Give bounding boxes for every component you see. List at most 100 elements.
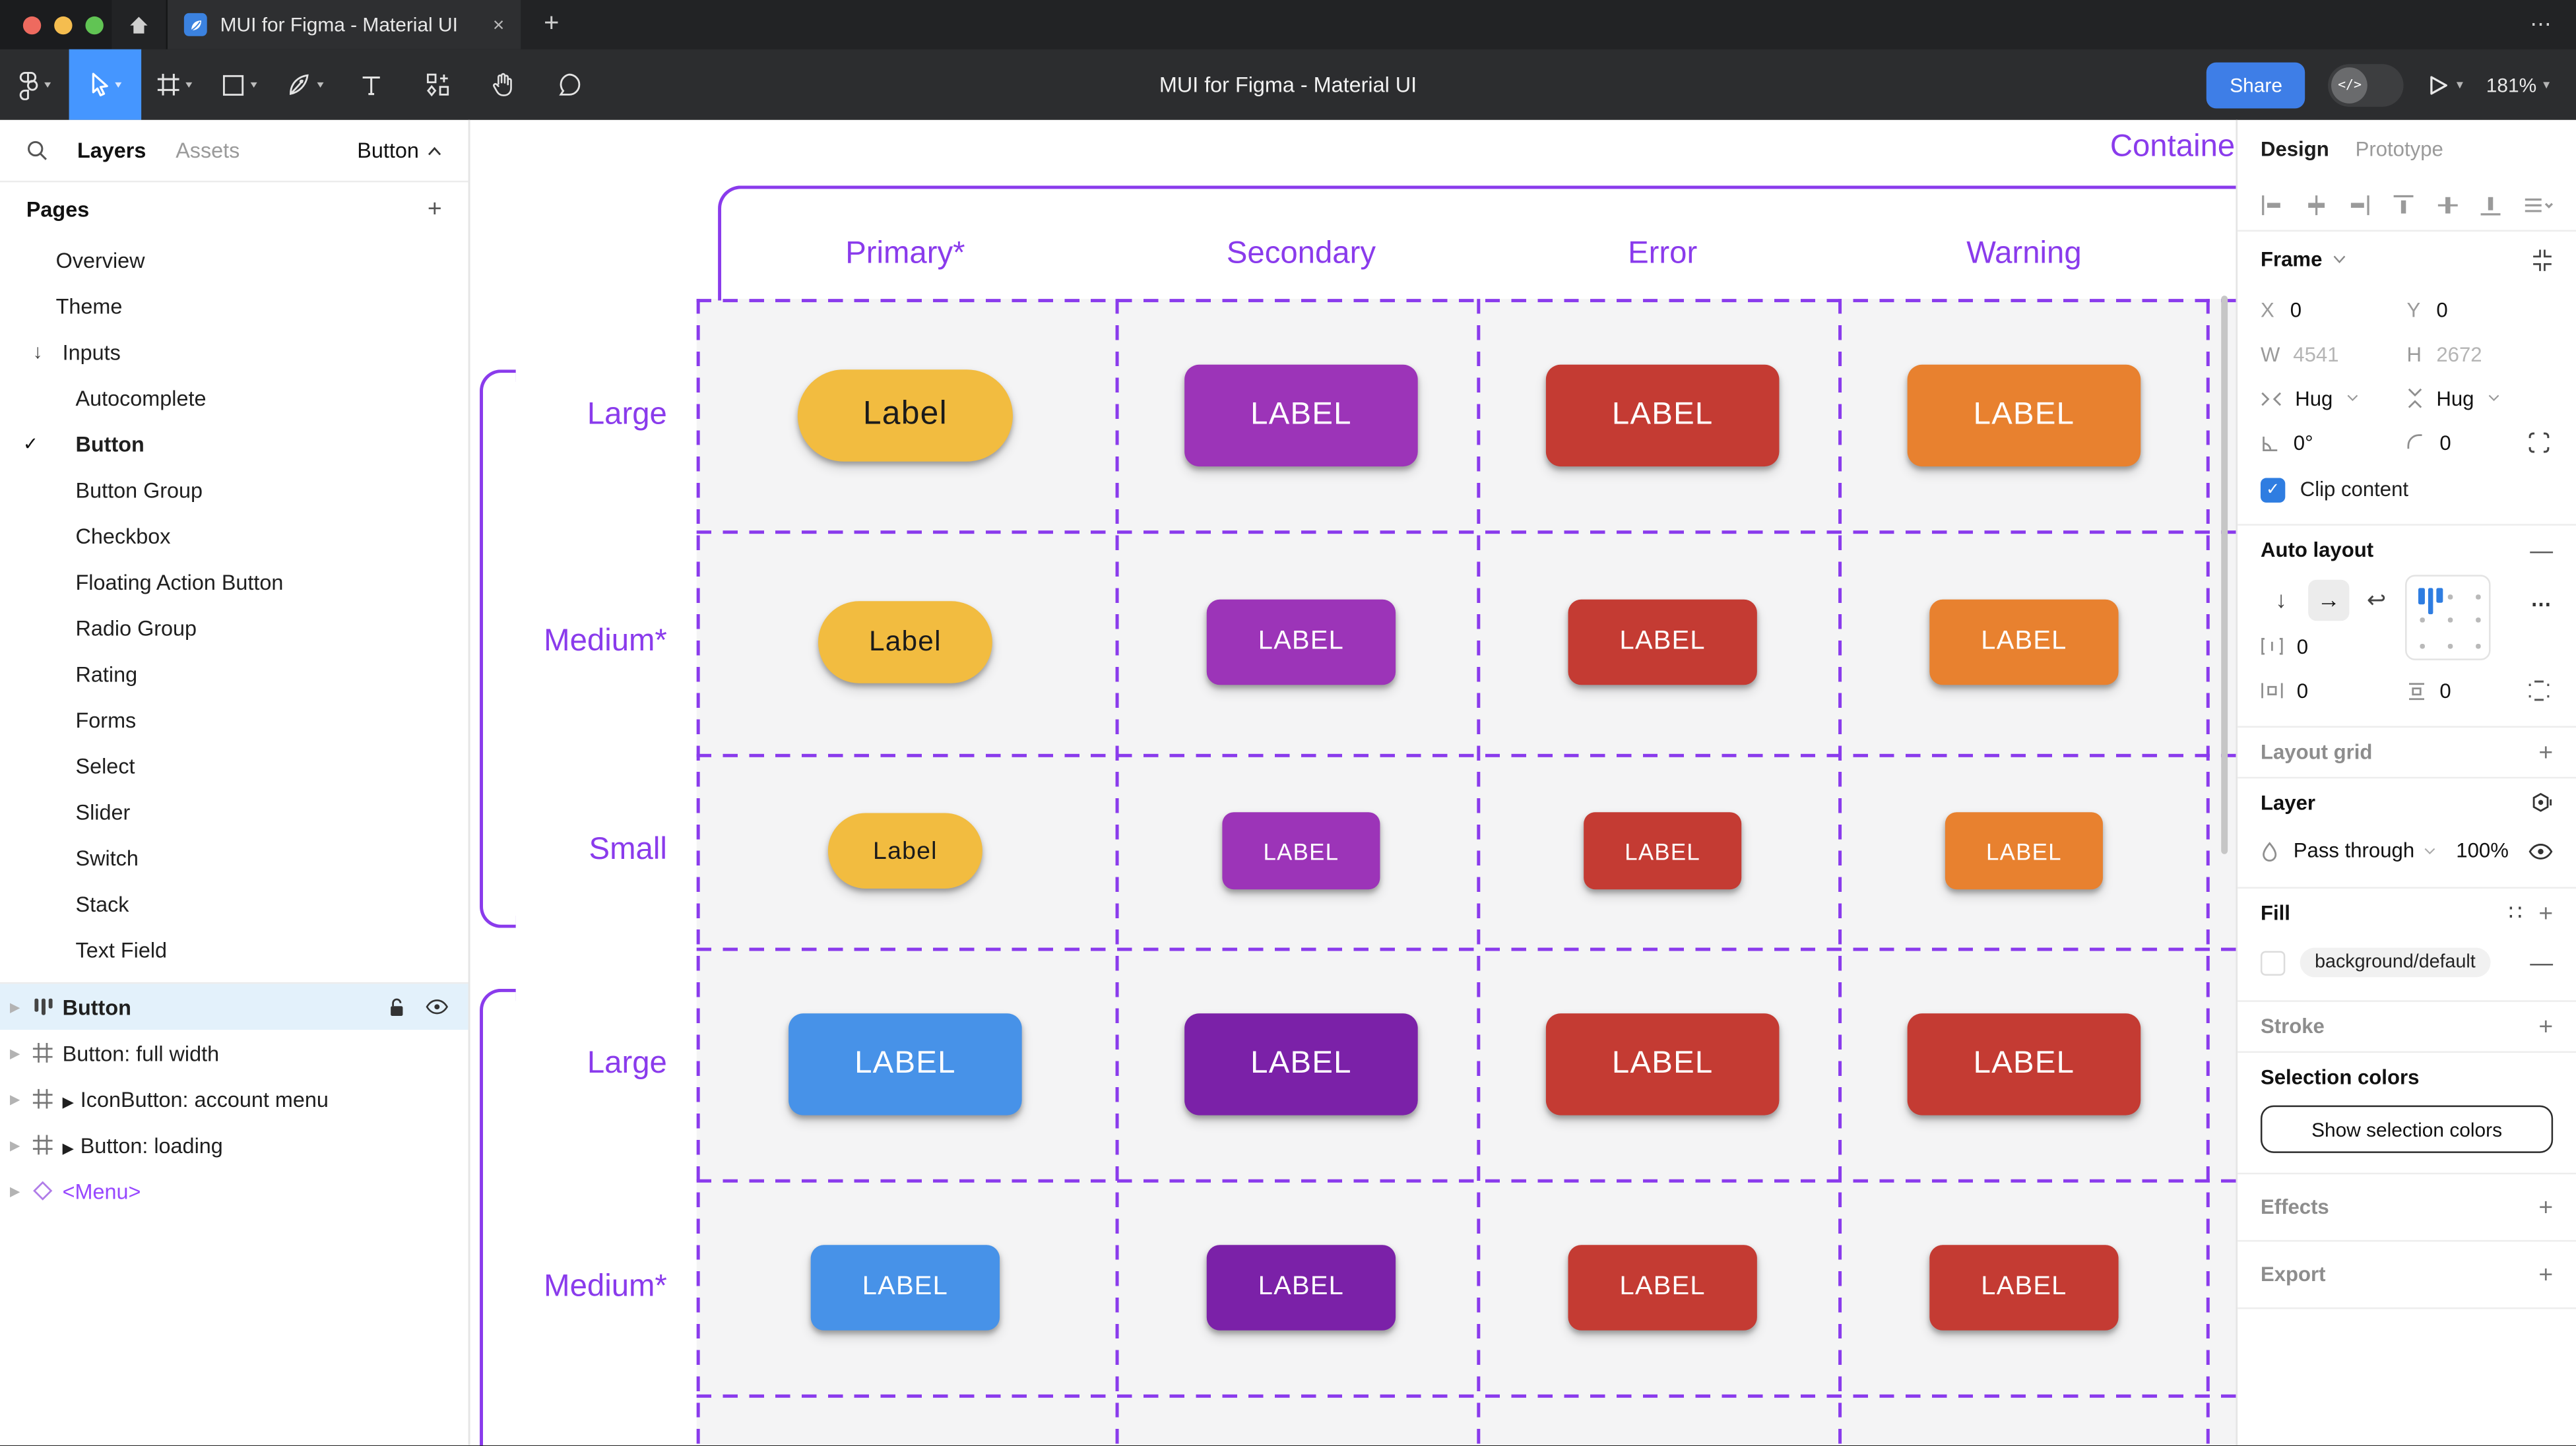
canvas-button-small-error[interactable]: LABEL (1584, 812, 1741, 889)
sidebar-page-overview[interactable]: Overview (0, 237, 468, 283)
comment-tool-button[interactable] (536, 49, 602, 120)
canvas-scrollbar[interactable] (2221, 296, 2228, 854)
canvas-button-medium-warning[interactable]: LABEL (1929, 1244, 2118, 1329)
gap-field[interactable]: 0 (2261, 624, 2405, 668)
layer-row--menu-[interactable]: ▶<Menu> (0, 1168, 468, 1214)
shape-tool-button[interactable]: ▾ (207, 49, 273, 120)
add-effect-button[interactable]: + (2538, 1193, 2553, 1221)
horizontal-resizing-select[interactable]: Hug (2261, 387, 2407, 410)
canvas-button-large-error[interactable]: LABEL (1546, 1013, 1780, 1114)
visibility-eye-icon[interactable] (426, 999, 449, 1015)
resources-tool-button[interactable] (404, 49, 470, 120)
text-tool-button[interactable] (338, 49, 404, 120)
sidebar-page-text-field[interactable]: Text Field (0, 926, 468, 972)
sidebar-page-radio-group[interactable]: Radio Group (0, 604, 468, 650)
auto-layout-horizontal-button[interactable]: → (2308, 579, 2349, 620)
frame-tool-button[interactable]: ▾ (141, 49, 207, 120)
clip-content-checkbox[interactable]: ✓ (2261, 477, 2285, 501)
page-selector[interactable]: Button (357, 138, 441, 162)
new-tab-button[interactable]: + (521, 0, 582, 49)
layer-opacity-field[interactable]: 100% (2456, 839, 2509, 862)
remove-auto-layout-button[interactable]: — (2530, 537, 2553, 563)
sidebar-page-switch[interactable]: Switch (0, 834, 468, 881)
canvas-button-large-error[interactable]: LABEL (1546, 363, 1780, 465)
sidebar-page-button-group[interactable]: Button Group (0, 466, 468, 513)
tab-design[interactable]: Design (2261, 138, 2329, 161)
share-button[interactable]: Share (2206, 61, 2305, 108)
document-tab[interactable]: MUI for Figma - Material UI × (168, 0, 521, 49)
canvas-button-large-primary[interactable]: LABEL (789, 1013, 1022, 1114)
canvas-button-medium-primary[interactable]: Label (818, 601, 992, 683)
layer-row-button-full-width[interactable]: ▶Button: full width (0, 1030, 468, 1076)
pen-tool-button[interactable]: ▾ (273, 49, 338, 120)
sidebar-page-slider[interactable]: Slider (0, 788, 468, 834)
fill-color-swatch[interactable] (2261, 950, 2285, 974)
align-v-center-button[interactable] (2435, 193, 2459, 216)
canvas[interactable]: ContainedPrimary*SecondaryErrorWarningLa… (470, 120, 2236, 1445)
canvas-button-small-secondary[interactable]: LABEL (1222, 812, 1380, 889)
sidebar-page-autocomplete[interactable]: Autocomplete (0, 375, 468, 421)
sidebar-page-stack[interactable]: Stack (0, 881, 468, 927)
home-tab-button[interactable] (112, 0, 168, 49)
fill-styles-button[interactable]: ∷ (2509, 900, 2523, 926)
sidebar-page-theme[interactable]: Theme (0, 282, 468, 329)
align-bottom-button[interactable] (2480, 193, 2503, 216)
canvas-button-medium-warning[interactable]: LABEL (1929, 600, 2118, 685)
close-window-button[interactable] (23, 16, 41, 34)
rotation-field[interactable]: 0° (2261, 431, 2407, 455)
window-more-icon[interactable]: ⋯ (2530, 0, 2576, 49)
visibility-eye-icon[interactable] (2528, 842, 2553, 860)
add-stroke-button[interactable]: + (2538, 1013, 2553, 1040)
remove-fill-button[interactable]: — (2530, 949, 2553, 976)
dev-mode-toggle[interactable]: </> (2329, 63, 2404, 106)
canvas-button-large-secondary[interactable]: LABEL (1184, 1013, 1418, 1114)
frame-title-contained[interactable]: Contained (2110, 130, 2236, 166)
canvas-button-medium-primary[interactable]: LABEL (811, 1244, 1000, 1329)
present-button[interactable]: ▾ (2427, 73, 2463, 96)
minimize-window-button[interactable] (54, 16, 72, 34)
collapse-frame-button[interactable] (2532, 249, 2553, 270)
canvas-button-small-primary[interactable]: Label (828, 813, 982, 889)
expand-caret-icon[interactable]: ▶ (10, 1046, 20, 1060)
add-export-button[interactable]: + (2538, 1261, 2553, 1288)
fill-style-chip[interactable]: background/default (2300, 948, 2490, 978)
figma-menu-button[interactable]: ▾ (0, 49, 69, 120)
expand-caret-icon[interactable]: ▶ (10, 1183, 20, 1198)
sidebar-page-forms[interactable]: Forms (0, 697, 468, 743)
sidebar-page-inputs[interactable]: ↓Inputs (0, 329, 468, 375)
width-field[interactable]: W4541 (2261, 342, 2407, 365)
add-fill-button[interactable]: + (2538, 899, 2553, 927)
independent-padding-button[interactable] (2528, 680, 2550, 701)
horizontal-padding-field[interactable]: 0 (2261, 679, 2407, 703)
sidebar-page-button[interactable]: ✓Button (0, 420, 468, 466)
expand-caret-icon[interactable]: ▶ (10, 1137, 20, 1152)
align-h-center-button[interactable] (2304, 193, 2327, 216)
layer-row-button-loading[interactable]: ▶▶Button: loading (0, 1122, 468, 1168)
auto-layout-alignment-pad[interactable] (2405, 575, 2490, 660)
add-page-button[interactable]: + (428, 195, 442, 223)
maximize-window-button[interactable] (85, 16, 103, 34)
zoom-menu[interactable]: 181% ▾ (2486, 73, 2550, 96)
show-selection-colors-button[interactable]: Show selection colors (2261, 1106, 2553, 1153)
independent-corners-button[interactable] (2528, 432, 2550, 453)
vertical-padding-field[interactable]: 0 (2407, 679, 2554, 703)
tab-assets[interactable]: Assets (176, 138, 240, 162)
sidebar-page-checkbox[interactable]: Checkbox (0, 513, 468, 559)
expand-caret-icon[interactable]: ▶ (10, 999, 20, 1014)
canvas-button-medium-error[interactable]: LABEL (1568, 1244, 1757, 1329)
add-layout-grid-button[interactable]: + (2538, 738, 2553, 766)
distribute-menu-button[interactable] (2523, 193, 2553, 216)
frame-section-title[interactable]: Frame (2261, 248, 2322, 271)
sidebar-page-select[interactable]: Select (0, 742, 468, 788)
canvas-button-large-warning[interactable]: LABEL (1908, 363, 2141, 465)
canvas-button-large-primary[interactable]: Label (798, 369, 1013, 460)
close-tab-icon[interactable]: × (493, 13, 504, 36)
canvas-button-medium-error[interactable]: LABEL (1568, 600, 1757, 685)
auto-layout-more-button[interactable]: ⋯ (2531, 591, 2554, 615)
align-left-button[interactable] (2261, 193, 2284, 216)
tab-layers[interactable]: Layers (77, 138, 146, 162)
tab-prototype[interactable]: Prototype (2356, 138, 2443, 161)
blend-mode-select[interactable]: Pass through (2294, 839, 2414, 862)
align-top-button[interactable] (2392, 193, 2415, 216)
auto-layout-vertical-button[interactable]: ↓ (2261, 579, 2302, 620)
